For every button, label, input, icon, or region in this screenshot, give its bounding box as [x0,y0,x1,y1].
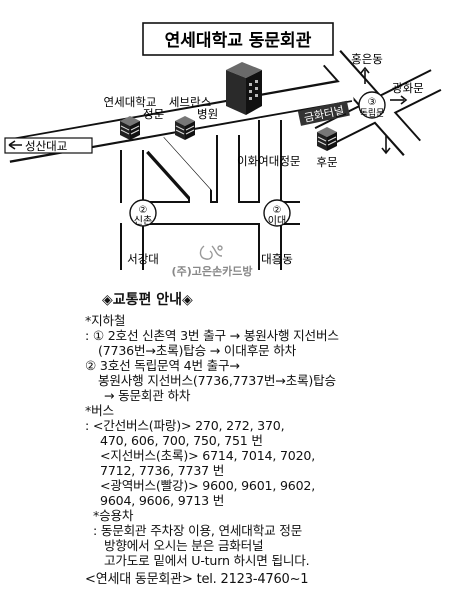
station-line: ③ [368,97,377,108]
guide-line: ② 3호선 독립문역 4번 출구→ [85,358,240,373]
station-name: 독립문 [360,108,385,119]
label-ewha-gate: 이화여대정문 [237,154,300,168]
road-network [4,49,443,272]
label-daeheung: 대흥동 [261,252,293,266]
guide-line: 9604, 9606, 9713 번 [100,493,225,508]
label-back-gate: 후문 [316,155,337,169]
guide-line: 방향에서 오시는 분은 금화터널 [104,538,264,553]
label-seogang: 서강대 [127,252,159,266]
guide-line: 7712, 7736, 7737 번 [100,463,225,478]
station-name: 이대 [268,215,286,227]
guide-line: → 동문회관 하차 [104,388,191,403]
guide-line: 봉원사행 지선버스(7736,7737번→초록)탑승 [98,373,336,388]
watermark-logo [199,245,223,260]
guide-line: <지선버스(초록)> 6714, 7014, 7020, [100,448,316,463]
guide-line: : ① 2호선 신촌역 3번 출구 → 봉원사행 지선버스 [85,328,339,343]
guide-line: (7736번→초록)탑승 → 이대후문 하차 [98,343,297,358]
guide-line: : 동문회관 주차장 이용, 연세대학교 정문 [93,523,303,538]
label-yonsei-gate: 연세대학교 [104,95,157,109]
station-name: 신촌 [134,215,152,227]
guide-line: 고가도로 밑에서 U-turn 하시면 됩니다. [104,553,310,568]
station-line: ② [273,205,282,216]
guide-line: 470, 606, 700, 750, 751 번 [100,433,263,448]
seongsan-bridge-sign: 성산대교 [4,137,93,154]
direction-arrows [335,66,408,155]
station-dongnimmun: ③ 독립문 [358,91,386,119]
tall-building-icon [226,62,262,115]
label-gwanghwamun: 광화문 [392,81,424,95]
title-box [142,22,334,56]
building-icon [175,116,195,140]
label-seongsan: 성산대교 [25,139,67,153]
building-icon [120,116,140,140]
station-line: ② [139,205,148,216]
guide-heading: ◈교통편 안내◈ [102,292,193,308]
transport-guide: ◈교통편 안내◈ *지하철 : ① 2호선 신촌역 3번 출구 → 봉원사행 지… [0,292,470,610]
guide-car-title: *승용차 [93,508,134,523]
label-severance-sub: 병원 [197,107,218,121]
guide-contact: <연세대 동문회관> tel. 2123-4760~1 [85,572,309,587]
label-severance: 세브란스 [169,95,211,109]
arrow-left-icon [8,140,22,150]
campus-map: 연세대학교 동문회관 연세대학교 정문 세브란스 병원 이화여대정문 후문 [4,22,443,278]
guide-subway-title: *지하철 [85,313,126,328]
guide-bus-title: *버스 [85,403,114,418]
guide-line: : <간선버스(파랑)> 270, 272, 370, [85,418,285,433]
map-title: 연세대학교 동문회관 [165,31,312,51]
station-sinchon: ② 신촌 [129,199,157,227]
building-icon [317,127,337,151]
copyright-label: (주)고은손카드방 [172,264,253,278]
guide-line: <광역버스(빨강)> 9600, 9601, 9602, [100,478,316,493]
label-hongeun: 홍은동 [351,52,383,66]
tunnel-label-box [297,100,350,126]
station-ewha: ② 이대 [263,199,291,227]
label-yonsei-gate-sub: 정문 [143,107,164,121]
